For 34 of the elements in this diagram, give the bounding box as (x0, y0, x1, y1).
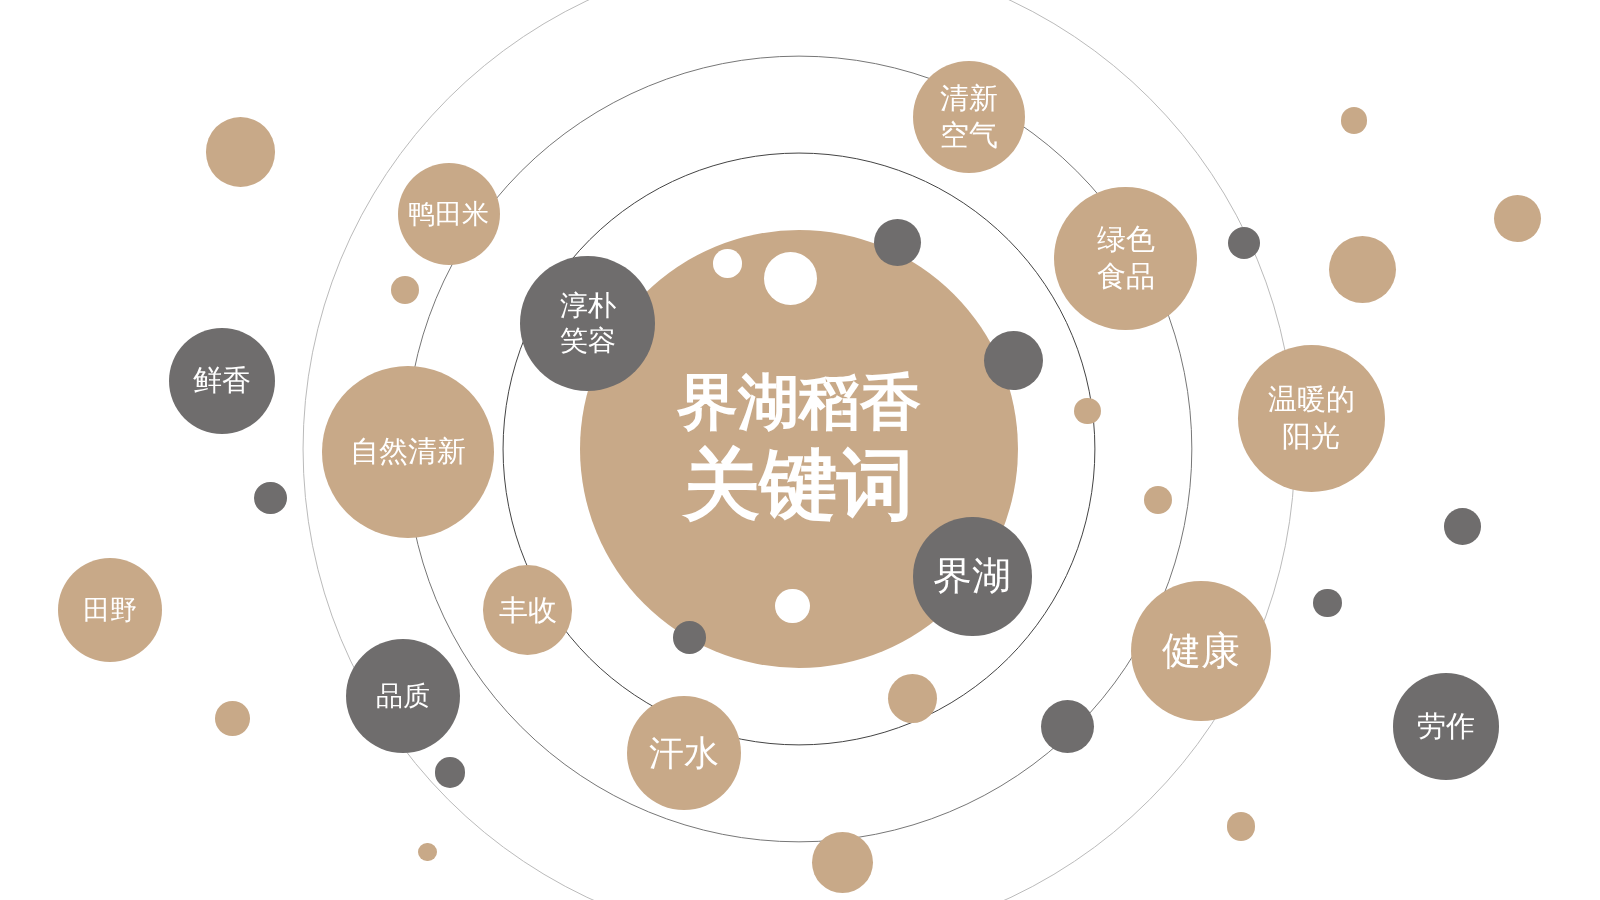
dot (775, 588, 811, 624)
dot (1340, 107, 1368, 134)
dot (1443, 508, 1481, 545)
keyword-text: 清新空气 (939, 82, 1000, 154)
keyword-text: 绿色食品 (1095, 223, 1156, 295)
dot (1313, 588, 1342, 618)
dot (418, 842, 437, 862)
keyword-text: 丰收 (498, 593, 557, 628)
keyword-text: 界湖 (933, 553, 1012, 600)
keyword-text: 鲜香 (193, 364, 252, 399)
title-text: 界湖稻香 (676, 367, 921, 439)
keyword-text: 健康 (1162, 627, 1240, 674)
dot (1074, 397, 1101, 425)
keyword-text: 温暖的阳光 (1266, 383, 1356, 455)
subtitle-text: 关键词 (683, 441, 915, 530)
dot (812, 831, 874, 893)
dot (713, 248, 742, 278)
dot (215, 701, 250, 736)
keyword-text: 品质 (376, 679, 431, 713)
keyword-text: 淳朴笑容 (558, 288, 617, 359)
dot (1040, 700, 1094, 754)
keyword-text: 汗水 (648, 732, 719, 775)
dot (390, 275, 420, 305)
keyword-text: 田野 (83, 593, 138, 627)
dot (434, 757, 466, 788)
dot (1143, 485, 1173, 515)
dot (254, 481, 287, 515)
keyword-text: 劳作 (1416, 709, 1475, 744)
dot (1227, 226, 1261, 260)
keyword-text: 自然清新 (350, 435, 467, 470)
keyword-text: 鸭田米 (408, 198, 490, 231)
dot (874, 219, 922, 267)
dot (1226, 812, 1256, 841)
dot (887, 674, 937, 724)
